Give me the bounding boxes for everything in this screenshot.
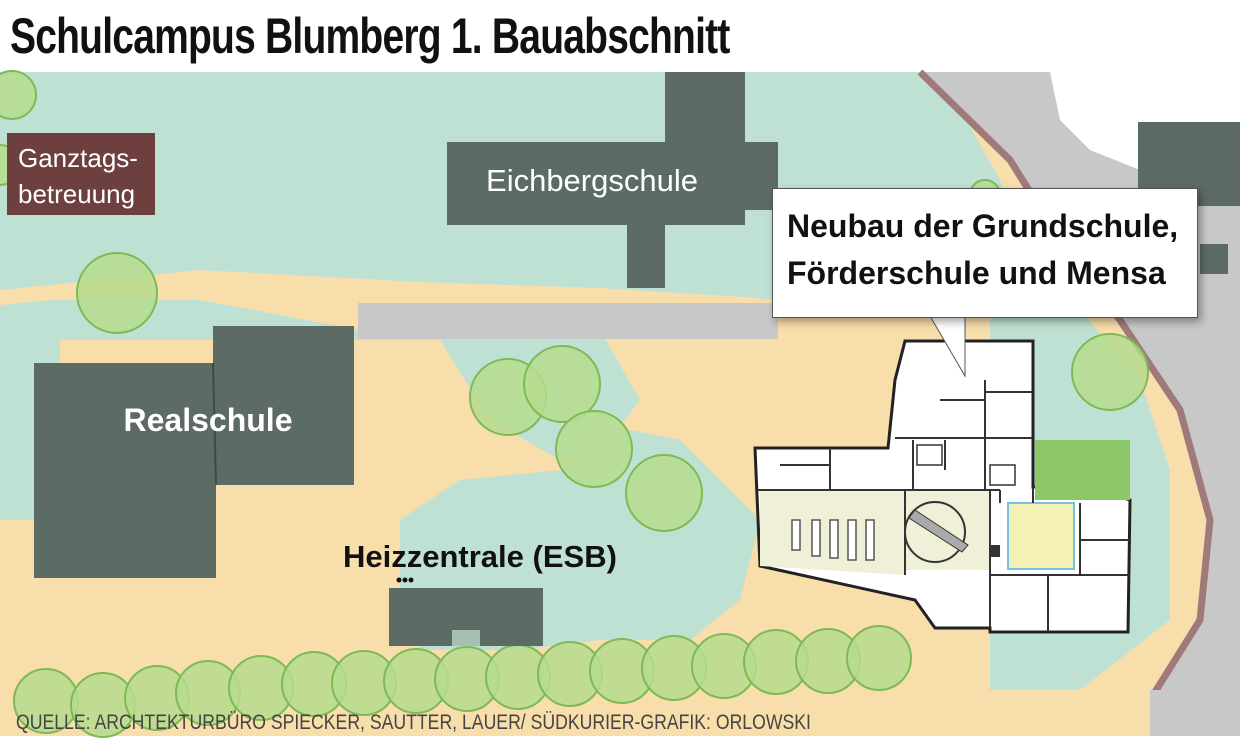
tree <box>846 625 912 691</box>
dot <box>408 577 414 583</box>
table <box>847 519 857 561</box>
neighbor-building-small <box>1200 244 1228 274</box>
tree <box>523 345 601 423</box>
tree <box>625 454 703 532</box>
neubau-floorplan <box>753 339 1132 634</box>
realschule-label: Realschule <box>124 402 293 438</box>
restroom-block <box>916 444 943 466</box>
ganztag-building <box>7 133 155 215</box>
source-credit: QUELLE: ARCHTEKTURBÜRO SPIECKER, SAUTTER… <box>16 711 811 734</box>
staircase <box>908 509 969 553</box>
eichbergschule-building <box>447 72 778 288</box>
tree-group <box>0 70 1149 738</box>
realschule-seam <box>212 362 217 486</box>
heizzentrale-label: Heizzentrale (ESB) <box>343 539 617 574</box>
tree <box>76 252 158 334</box>
path-strip <box>0 270 760 312</box>
dining-tables <box>791 519 875 561</box>
callout-box: Neubau der Grundschule, Förderschule und… <box>772 188 1198 318</box>
access-road <box>358 303 778 339</box>
lawn-middle <box>0 300 640 520</box>
tree <box>0 70 37 120</box>
eichbergschule-label: Eichbergschule <box>486 163 698 198</box>
page-title: Schulcampus Blumberg 1. Bauabschnitt <box>10 8 730 64</box>
heizzentrale-door <box>452 630 480 646</box>
tree <box>555 410 633 488</box>
garden-plot <box>1035 440 1130 500</box>
courtyard <box>1007 502 1075 570</box>
curb-line <box>917 69 1214 702</box>
bottom-border <box>0 736 1240 747</box>
dot <box>396 577 402 583</box>
ganztag-label-line2: betreuung <box>18 179 135 209</box>
stair-block <box>989 464 1016 486</box>
interior-walls <box>757 380 1130 632</box>
tree <box>1071 333 1149 411</box>
callout-line1: Neubau der Grundschule, <box>787 208 1179 244</box>
table <box>791 519 801 551</box>
rotunda <box>904 501 966 563</box>
dots-marker <box>396 577 414 583</box>
callout-line2: Förderschule und Mensa <box>787 255 1166 291</box>
ganztag-label-line1: Ganztags- <box>18 143 138 173</box>
elevator-block <box>990 545 1000 557</box>
dot <box>402 577 408 583</box>
table <box>811 519 821 557</box>
table <box>865 519 875 561</box>
realschule-building <box>34 326 354 578</box>
foyer-area <box>905 490 990 570</box>
table <box>829 519 839 559</box>
